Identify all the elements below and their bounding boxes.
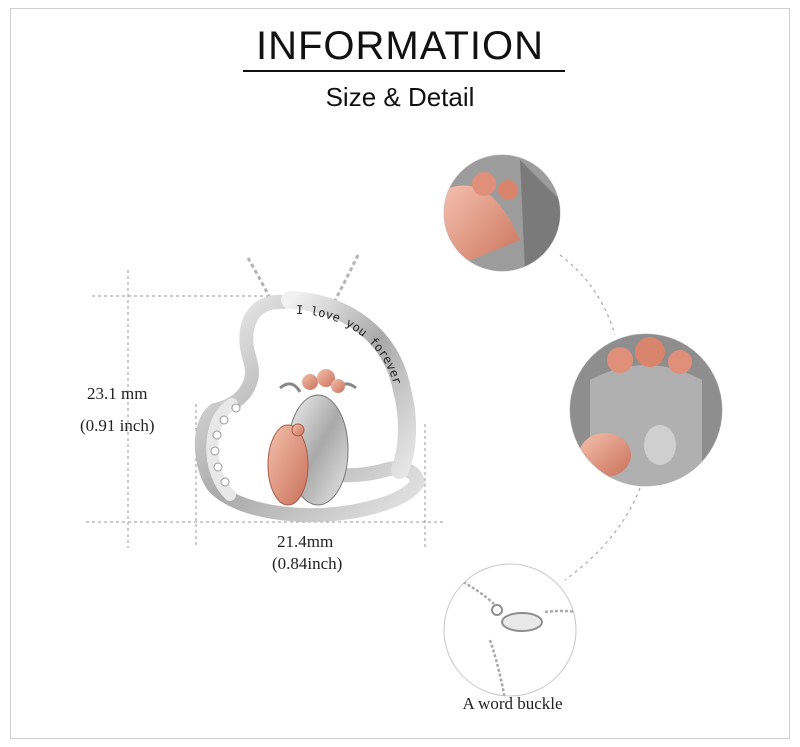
height-inch-label: (0.91 inch) <box>80 416 155 435</box>
detail-circle-adult-cow <box>569 333 723 487</box>
buckle-caption: A word buckle <box>462 694 563 713</box>
title-underline <box>243 70 565 72</box>
width-mm-label: 21.4mm <box>277 532 334 551</box>
page-title: INFORMATION <box>255 24 544 68</box>
width-inch-label: (0.84inch) <box>272 554 343 573</box>
detail-circle-buckle <box>443 563 577 697</box>
page-subtitle: Size & Detail <box>325 82 475 112</box>
heart-pendant <box>194 291 426 522</box>
detail-circle-rose-calf <box>443 154 561 272</box>
height-mm-label: 23.1 mm <box>87 384 148 403</box>
page-frame <box>10 8 790 739</box>
connector-lines <box>559 254 641 581</box>
dimension-lines <box>86 270 445 548</box>
